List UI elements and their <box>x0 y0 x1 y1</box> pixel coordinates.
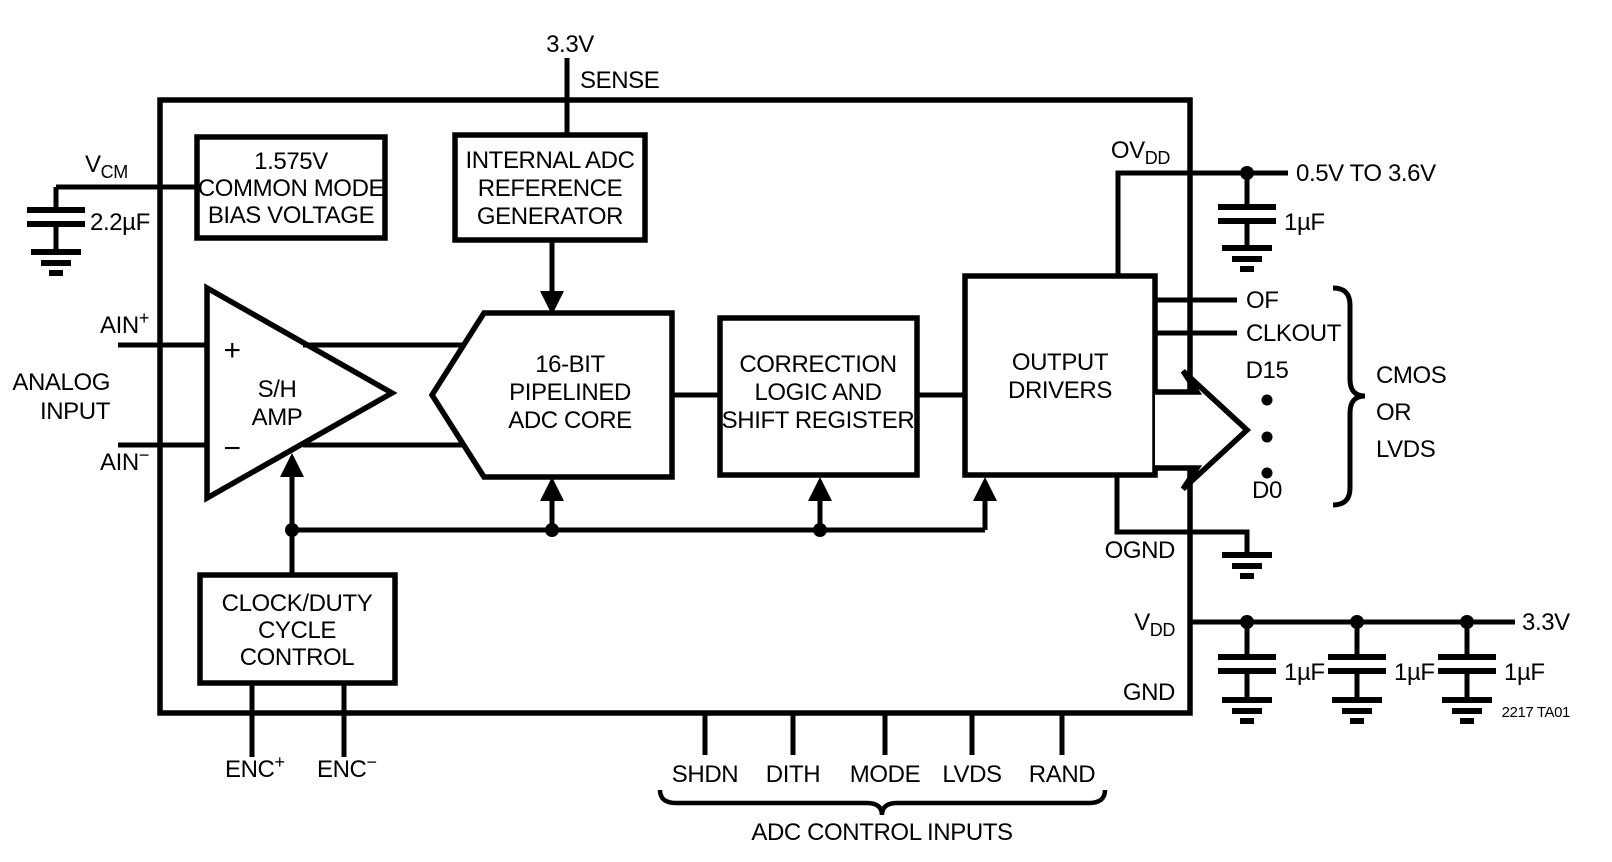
common-mode-block: 1.575V COMMON MODE BIAS VOLTAGE VCM 2.2µ… <box>27 134 388 273</box>
ovdd-cap-value: 1µF <box>1284 209 1325 236</box>
common-mode-label-3: BIAS VOLTAGE <box>208 202 374 229</box>
correction-block: CORRECTION LOGIC AND SHIFT REGISTER <box>717 315 965 478</box>
correction-box <box>717 315 920 478</box>
adc-core-label-2: PIPELINED <box>509 379 631 406</box>
vdd-rail-voltage: 3.3V <box>1522 609 1570 636</box>
analog-inputs: AIN+ AIN− ANALOG INPUT <box>12 308 207 476</box>
bus-ellipsis-dot <box>1261 431 1273 443</box>
control-inputs-caption: ADC CONTROL INPUTS <box>751 819 1012 846</box>
capacitor-symbol-vdd-2 <box>1328 657 1386 671</box>
clock-label-1: CLOCK/DUTY <box>222 590 373 617</box>
ref-gen-label-1: INTERNAL ADC <box>465 147 634 174</box>
bus-ellipsis-dot <box>1261 467 1273 479</box>
correction-label-2: LOGIC AND <box>754 379 881 406</box>
common-mode-label-2: COMMON MODE <box>198 175 384 202</box>
figure-reference: 2217 TA01 <box>1502 704 1570 721</box>
adc-core-label-3: ADC CORE <box>508 407 631 434</box>
common-mode-box <box>194 134 388 241</box>
vdd-cap1-value: 1µF <box>1284 659 1325 686</box>
correction-label-3: SHIFT REGISTER <box>722 407 915 434</box>
lvds-pin-label: LVDS <box>942 761 1001 788</box>
sh-amp-plus-sign: + <box>223 334 240 367</box>
capacitor-symbol-vcm <box>27 210 85 224</box>
encm-pin-label: ENC− <box>317 752 377 783</box>
clkout-pin-label: CLKOUT <box>1246 320 1342 347</box>
bus-mode-label-2: OR <box>1376 399 1411 426</box>
clock-control-block: CLOCK/DUTY CYCLE CONTROL ENC+ ENC− <box>197 572 398 783</box>
d15-pin-label: D15 <box>1246 357 1289 384</box>
analog-input-caption-2: INPUT <box>40 398 111 425</box>
vdd-rail: VDD 3.3V 1µF 1µF 1µF GND 2217 TA01 <box>1123 609 1571 721</box>
adc-core-label-1: 16-BIT <box>535 351 605 378</box>
capacitor-symbol-vdd-1 <box>1218 657 1276 671</box>
sh-amp-triangle <box>204 283 398 503</box>
clock-label-2: CYCLE <box>258 617 336 644</box>
capacitor-symbol-vdd-3 <box>1438 657 1496 671</box>
ovdd-pin-label: OVDD <box>1111 137 1170 168</box>
bus-mode-label-1: CMOS <box>1376 362 1446 389</box>
ground-symbol-ovdd <box>1222 248 1272 269</box>
ognd-pin-label: OGND <box>1105 537 1175 564</box>
sh-amp-block: + − S/H AMP <box>204 283 464 503</box>
adc-core-block: 16-BIT PIPELINED ADC CORE <box>428 310 720 480</box>
output-group-brace <box>1332 285 1366 508</box>
ref-gen-label-2: REFERENCE <box>478 175 622 202</box>
output-drivers-label-2: DRIVERS <box>1008 377 1112 404</box>
ref-gen-box <box>452 132 648 243</box>
mode-pin-label: MODE <box>850 761 920 788</box>
bus-mode-label-3: LVDS <box>1376 436 1435 463</box>
ground-symbol-ognd <box>1222 555 1272 576</box>
of-pin-label: OF <box>1246 287 1279 314</box>
output-drivers-box <box>962 273 1158 478</box>
vdd-pin-label: VDD <box>1134 609 1175 640</box>
ainm-pin-label: AIN− <box>100 445 149 476</box>
adc-control-inputs: SHDN DITH MODE LVDS RAND ADC CONTROL INP… <box>657 713 1108 846</box>
sense-supply: 3.3V SENSE <box>546 31 660 135</box>
vdd-cap3-value: 1µF <box>1504 659 1545 686</box>
sh-amp-label-2: AMP <box>252 404 303 431</box>
correction-label-1: CORRECTION <box>739 351 896 378</box>
analog-input-caption-1: ANALOG <box>12 369 110 396</box>
rand-pin-label: RAND <box>1029 761 1095 788</box>
ground-symbol-vcm <box>31 252 81 273</box>
top-rail-label: 3.3V <box>546 31 594 58</box>
ognd-wire <box>1114 475 1250 555</box>
bus-ellipsis-dot <box>1261 394 1273 406</box>
d0-pin-label: D0 <box>1252 477 1282 504</box>
shdn-pin-label: SHDN <box>672 761 738 788</box>
vcm-cap-value: 2.2µF <box>90 209 150 236</box>
control-inputs-brace <box>657 789 1108 816</box>
ognd-pin: OGND <box>1105 475 1272 576</box>
digital-outputs: OF CLKOUT D15 D0 CMOS OR LVDS <box>1155 285 1447 508</box>
ground-symbol-vdd-1 <box>1222 700 1272 721</box>
clock-label-3: CONTROL <box>240 644 355 671</box>
common-mode-label-1: 1.575V <box>254 148 328 175</box>
sense-pin-label: SENSE <box>580 67 659 94</box>
encp-pin-label: ENC+ <box>225 752 285 783</box>
data-bus-arrow <box>1155 368 1252 492</box>
ovdd-wire <box>1115 170 1288 276</box>
output-drivers-block: OUTPUT DRIVERS <box>962 273 1158 478</box>
gnd-pin-label: GND <box>1123 679 1175 706</box>
sh-amp-minus-sign: − <box>223 432 240 465</box>
vdd-cap2-value: 1µF <box>1394 659 1435 686</box>
ground-symbol-vdd-3 <box>1442 700 1492 721</box>
dith-pin-label: DITH <box>766 761 820 788</box>
ovdd-range-label: 0.5V TO 3.6V <box>1296 160 1436 187</box>
ref-gen-block: INTERNAL ADC REFERENCE GENERATOR <box>452 132 648 315</box>
ground-symbol-vdd-2 <box>1332 700 1382 721</box>
ainp-pin-label: AIN+ <box>100 308 149 339</box>
capacitor-symbol-ovdd <box>1218 207 1276 221</box>
ref-gen-label-3: GENERATOR <box>477 203 623 230</box>
clock-distribution <box>280 453 997 575</box>
ovdd-pin: OVDD 0.5V TO 3.6V 1µF <box>1111 137 1437 276</box>
clock-control-box <box>197 572 398 686</box>
vcm-pin-label: VCM <box>85 151 128 182</box>
adc-core-pentagon <box>428 310 675 480</box>
sh-amp-label-1: S/H <box>258 376 297 403</box>
output-drivers-label-1: OUTPUT <box>1012 349 1109 376</box>
